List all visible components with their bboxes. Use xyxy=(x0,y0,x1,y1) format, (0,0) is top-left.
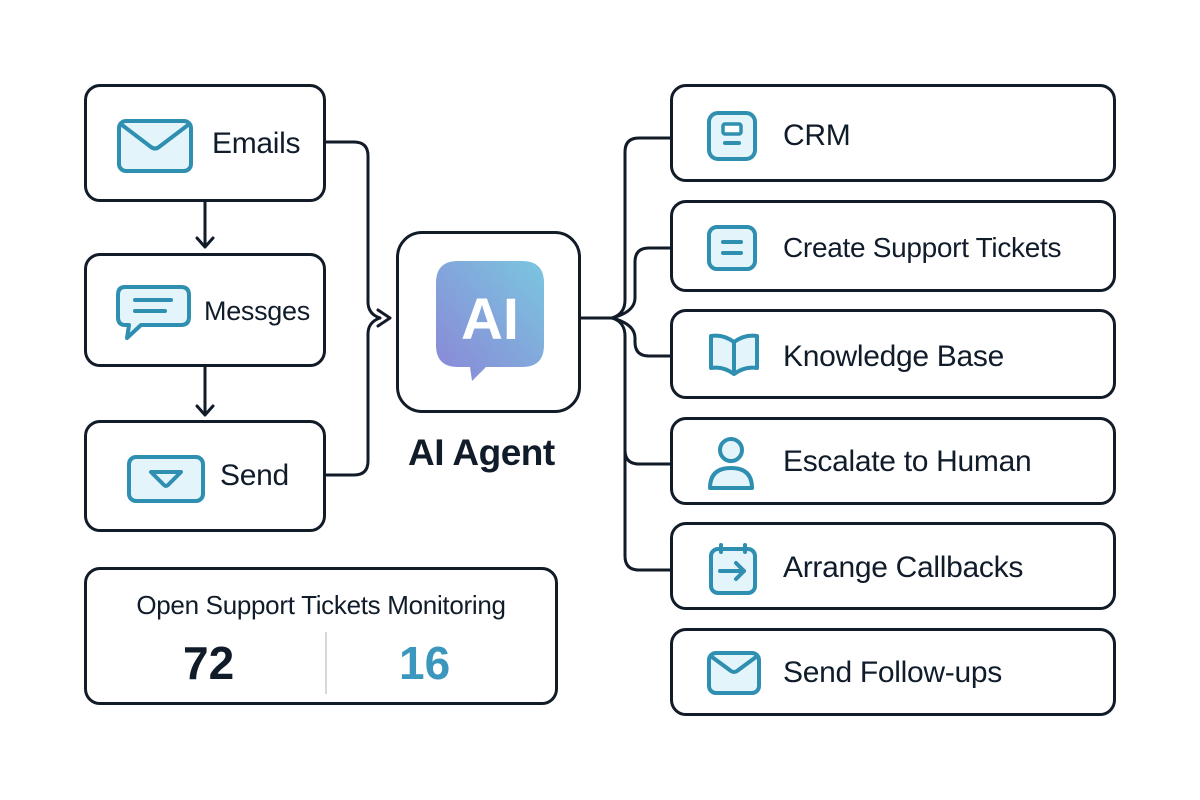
agent-title: AI Agent xyxy=(408,432,555,473)
input-node-emails[interactable]: Emails xyxy=(84,84,326,202)
connector-to-tickets xyxy=(610,246,672,320)
connector-send-to-agent xyxy=(323,316,382,477)
calendar-arrow-icon xyxy=(709,543,757,595)
output-node-arrange-callbacks[interactable]: Arrange Callbacks xyxy=(670,522,1116,610)
input-label: Emails xyxy=(212,127,301,160)
monitoring-title: Open Support Tickets Monitoring xyxy=(136,590,506,620)
output-node-create-support-tickets[interactable]: Create Support Tickets xyxy=(670,200,1116,292)
connector-to-knowledge xyxy=(610,316,672,358)
monitoring-divider xyxy=(325,632,327,694)
arrow-messages-to-send xyxy=(195,364,215,417)
connector-to-escalate xyxy=(610,316,672,466)
output-node-crm[interactable]: CRM xyxy=(670,84,1116,182)
output-node-knowledge-base[interactable]: Knowledge Base xyxy=(670,309,1116,399)
input-node-messages[interactable]: Messges xyxy=(84,253,326,367)
chat-bubble-icon xyxy=(116,285,191,340)
mail-icon xyxy=(117,119,193,173)
input-label: Messges xyxy=(204,296,310,326)
input-label: Send xyxy=(220,459,289,492)
input-node-send[interactable]: Send xyxy=(84,420,326,532)
output-label: Create Support Tickets xyxy=(783,232,1062,263)
output-node-send-follow-ups[interactable]: Send Follow-ups xyxy=(670,628,1116,716)
output-label: Arrange Callbacks xyxy=(783,551,1024,584)
connector-to-crm xyxy=(610,136,672,320)
output-label: Send Follow-ups xyxy=(783,656,1002,689)
person-icon xyxy=(708,437,754,490)
ai-agent-node[interactable]: AI xyxy=(396,231,581,413)
ai-logo-icon: AI xyxy=(436,261,544,381)
output-label: Knowledge Base xyxy=(783,340,1004,373)
mail-icon xyxy=(707,651,761,695)
connector-to-callbacks xyxy=(623,438,672,572)
monitoring-card: Open Support Tickets Monitoring 72 16 xyxy=(84,567,558,705)
crm-icon xyxy=(707,111,757,161)
ticket-icon xyxy=(707,225,757,271)
output-node-escalate-to-human[interactable]: Escalate to Human xyxy=(670,417,1116,505)
ai-logo-text: AI xyxy=(461,287,519,352)
output-label: CRM xyxy=(783,119,851,152)
book-icon xyxy=(709,333,759,376)
monitoring-value-left: 72 xyxy=(183,637,235,689)
arrow-into-agent xyxy=(376,308,392,328)
send-tray-icon xyxy=(127,455,205,503)
monitoring-value-right: 16 xyxy=(399,637,451,689)
arrow-emails-to-messages xyxy=(195,198,215,249)
output-label: Escalate to Human xyxy=(783,445,1032,478)
connector-emails-to-agent xyxy=(323,140,382,320)
